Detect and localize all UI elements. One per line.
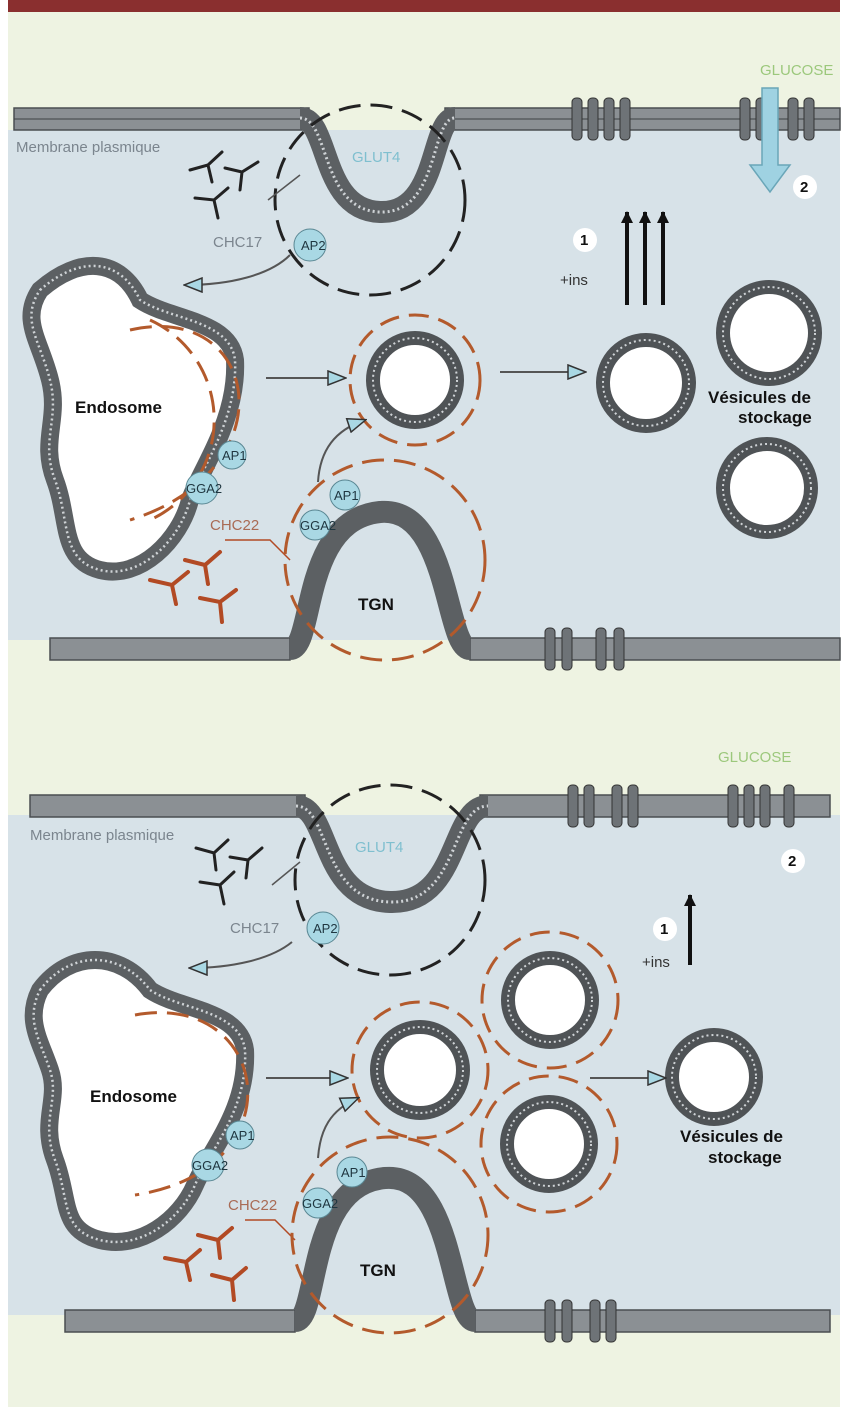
ap1-label-tgn: AP1 [341, 1165, 366, 1180]
chc17-label: CHC17 [213, 234, 262, 251]
tgn-label: TGN [360, 1261, 396, 1280]
tgn-label: TGN [358, 595, 394, 614]
ap1-label-endosome: AP1 [222, 448, 247, 463]
membrane-label: Membrane plasmique [30, 827, 174, 844]
ap1-label-tgn: AP1 [334, 488, 359, 503]
storage-label-line2: stockage [708, 1148, 782, 1167]
glut4-label: GLUT4 [352, 149, 400, 166]
panel-bottom: GLUCOSE Membrane plasmique GLUT4 CHC17 A… [8, 749, 840, 1342]
gga2-label-endosome: GGA2 [192, 1158, 228, 1173]
chc17-label: CHC17 [230, 920, 279, 937]
step2-label: 2 [788, 853, 796, 870]
chc22-label: CHC22 [228, 1197, 277, 1214]
insulin-label: +ins [642, 954, 670, 971]
panel-top: GLUCOSE Membrane plasmique GLUT4 CHC17 A… [8, 62, 840, 670]
endosome-label: Endosome [90, 1087, 177, 1106]
membrane-label: Membrane plasmique [16, 139, 160, 156]
storage-label-line1: Vésicules de [708, 388, 811, 407]
step2-label: 2 [800, 179, 808, 196]
step1-label: 1 [580, 232, 588, 249]
ap2-label: AP2 [301, 238, 326, 253]
insulin-label: +ins [560, 272, 588, 289]
ap2-label: AP2 [313, 921, 338, 936]
chc22-label: CHC22 [210, 517, 259, 534]
gga2-label-tgn: GGA2 [300, 518, 336, 533]
storage-label-line1: Vésicules de [680, 1127, 783, 1146]
storage-label-line2: stockage [738, 408, 812, 427]
gga2-label-endosome: GGA2 [186, 481, 222, 496]
gga2-label-tgn: GGA2 [302, 1196, 338, 1211]
endosome-label: Endosome [75, 398, 162, 417]
glut4-label: GLUT4 [355, 839, 403, 856]
glucose-label: GLUCOSE [718, 749, 791, 766]
step1-label: 1 [660, 921, 668, 938]
ap1-label-endosome: AP1 [230, 1128, 255, 1143]
glucose-label: GLUCOSE [760, 62, 833, 79]
